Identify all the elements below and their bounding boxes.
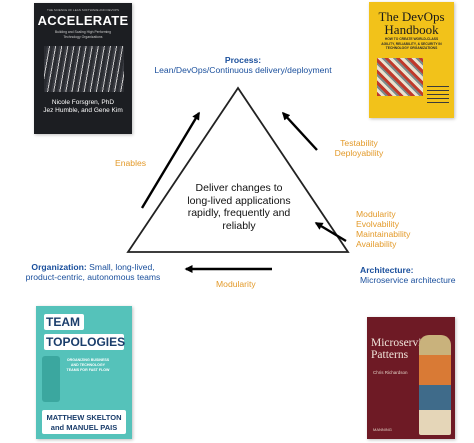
microservices-publisher: MANNING <box>373 427 392 432</box>
quality-modularity: Modularity <box>356 209 396 219</box>
center-line-1: Deliver changes to <box>195 182 283 194</box>
testability-label: Testability <box>340 138 378 148</box>
organization-title: Organization: <box>31 262 87 272</box>
architecture-label: Architecture: Microservice architecture <box>360 265 456 285</box>
devops-title-line1: The DevOps <box>378 9 445 24</box>
team-author-2: and MANUEL PAIS <box>50 423 118 432</box>
center-line-4: reliably <box>222 219 256 232</box>
accelerate-subtitle: Building and Scaling High Performing Tec… <box>54 30 112 39</box>
quality-evolvability: Evolvability <box>356 219 399 229</box>
process-detail: Lean/DevOps/Continuous delivery/deployme… <box>154 65 332 75</box>
organization-detail-line2: product-centric, autonomous teams <box>25 272 161 282</box>
team-author-1: MATTHEW SKELTON <box>46 413 122 422</box>
architecture-title: Architecture: <box>360 265 414 275</box>
arrow-org-to-process <box>140 111 201 209</box>
arrow-arch-to-process <box>281 111 318 151</box>
microservices-author: Chris Richardson <box>373 370 408 375</box>
triangle <box>126 86 350 253</box>
deployability-label: Deployability <box>334 148 384 158</box>
arrow-arch-to-center <box>314 221 347 243</box>
organization-label: Organization: Small, long-lived, product… <box>3 262 183 282</box>
modularity-bottom-label: Modularity <box>216 279 256 289</box>
team-title-box-2 <box>44 334 124 350</box>
quality-availability: Availability <box>356 239 397 249</box>
devops-title-line2: Handbook <box>384 22 439 37</box>
architecture-detail: Microservice architecture <box>360 275 456 285</box>
devops-handbook-book-cover: The DevOps Handbook HOW TO CREATE WORLD-… <box>369 2 454 118</box>
testability-deployability-label: Testability Deployability <box>324 138 394 158</box>
team-title-box-1 <box>44 314 84 330</box>
team-subtitle: ORGANIZING BUSINESS AND TECHNOLOGY TEAMS… <box>66 358 110 372</box>
accelerate-author-2: Jez Humble, and Gene Kim <box>43 107 123 114</box>
quality-maintainability: Maintainability <box>356 229 411 239</box>
process-title: Process: <box>224 55 262 65</box>
organization-detail-line1: Small, long-lived, <box>89 262 155 272</box>
accelerate-title: ACCELERATE <box>37 13 129 28</box>
center-line-3: rapidly, frequently and <box>187 207 291 219</box>
accelerate-book-cover: THE SCIENCE OF LEAN SOFTWARE AND DEVOPS … <box>34 3 132 134</box>
process-label: Process: Lean/DevOps/Continuous delivery… <box>128 55 358 75</box>
microservices-patterns-book-cover: Microservices Patterns Chris Richardson … <box>367 317 455 439</box>
center-line-2: long-lived applications <box>187 194 291 207</box>
team-cover-shape <box>42 356 60 402</box>
microservices-title-line2: Patterns <box>371 349 409 361</box>
center-statement: Deliver changes to long-lived applicatio… <box>174 182 304 232</box>
team-title-line2: TOPOLOGIES <box>46 335 126 349</box>
team-topologies-book-cover: TEAM TOPOLOGIES ORGANIZING BUSINESS AND … <box>36 306 132 439</box>
enables-label: Enables <box>115 158 147 168</box>
team-author-box <box>42 410 126 434</box>
devops-subtitle: HOW TO CREATE WORLD-CLASS AGILITY, RELIA… <box>381 37 442 50</box>
accelerate-supertitle: THE SCIENCE OF LEAN SOFTWARE AND DEVOPS <box>47 8 119 12</box>
devops-cover-art <box>377 58 423 96</box>
accelerate-cover-art <box>44 46 124 92</box>
accelerate-author-1: Nicole Forsgren, PhD <box>51 99 115 106</box>
team-title-line1: TEAM <box>46 315 80 329</box>
microservices-figure-illustration <box>419 335 451 435</box>
qualities-list: Modularity Evolvability Maintainability … <box>356 209 410 249</box>
devops-author-block <box>427 86 449 104</box>
